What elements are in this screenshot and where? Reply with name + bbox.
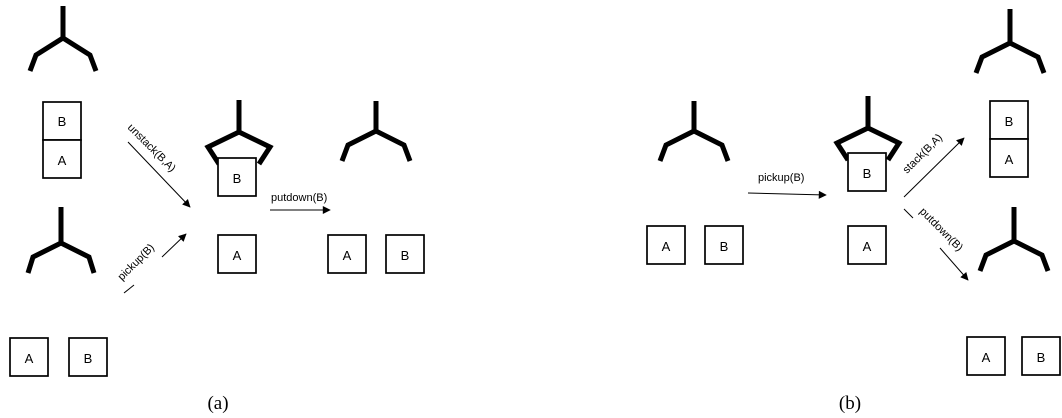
putdown-arrow [939, 247, 969, 281]
block-a: A [847, 225, 887, 265]
stack-arrow [903, 137, 965, 198]
svg-text:A: A [25, 351, 34, 366]
svg-text:A: A [233, 248, 242, 263]
gripper-empty [973, 9, 1047, 74]
action-label: putdown(B) [917, 206, 965, 254]
block-b-held: B [217, 157, 257, 197]
pickup-arrow [747, 190, 827, 199]
svg-text:A: A [662, 239, 671, 254]
svg-text:A: A [982, 350, 991, 365]
block-b: B [42, 101, 82, 141]
gripper-holding [833, 96, 903, 162]
gripper-holding [204, 100, 274, 166]
putdown-arrow [903, 208, 914, 219]
block-a: A [327, 234, 367, 274]
block-b: B [704, 225, 744, 265]
block-a: A [646, 225, 686, 265]
panel-a: B A A B unstack(B,A) pickup(B) [9, 6, 425, 414]
block-b: B [1021, 336, 1061, 376]
svg-text:B: B [1037, 350, 1046, 365]
svg-text:B: B [58, 114, 67, 129]
gripper-empty [27, 6, 99, 72]
gripper-empty [339, 101, 413, 162]
svg-text:B: B [84, 351, 93, 366]
block-b-held: B [847, 152, 887, 192]
block-b: B [385, 234, 425, 274]
block-a: A [9, 337, 49, 377]
pickup-arrow [123, 284, 135, 294]
svg-text:B: B [720, 239, 729, 254]
gripper-empty [25, 207, 97, 274]
block-b: B [68, 337, 108, 377]
gripper-empty [657, 101, 731, 162]
svg-text:B: B [863, 166, 872, 181]
block-a: A [989, 138, 1029, 178]
block-a: A [966, 336, 1006, 376]
pickup-arrow [161, 233, 187, 258]
svg-text:B: B [1005, 114, 1014, 129]
panel-caption: (b) [839, 393, 861, 414]
svg-text:A: A [343, 248, 352, 263]
block-b: B [989, 100, 1029, 140]
unstack-arrow [127, 141, 191, 208]
svg-text:B: B [401, 248, 410, 263]
gripper-empty [977, 207, 1051, 272]
svg-text:A: A [58, 153, 67, 168]
svg-text:B: B [233, 171, 242, 186]
action-label: stack(B,A) [901, 132, 945, 176]
panel-caption: (a) [207, 393, 228, 414]
action-label: putdown(B) [271, 192, 327, 204]
action-label: pickup(B) [758, 172, 804, 184]
block-a: A [42, 139, 82, 179]
block-a: A [217, 234, 257, 274]
action-label: pickup(B) [116, 242, 157, 283]
svg-text:A: A [863, 239, 872, 254]
svg-text:A: A [1005, 152, 1014, 167]
panel-b: A B pickup(B) B A stack(B,A) putdown(B) [646, 9, 1061, 414]
